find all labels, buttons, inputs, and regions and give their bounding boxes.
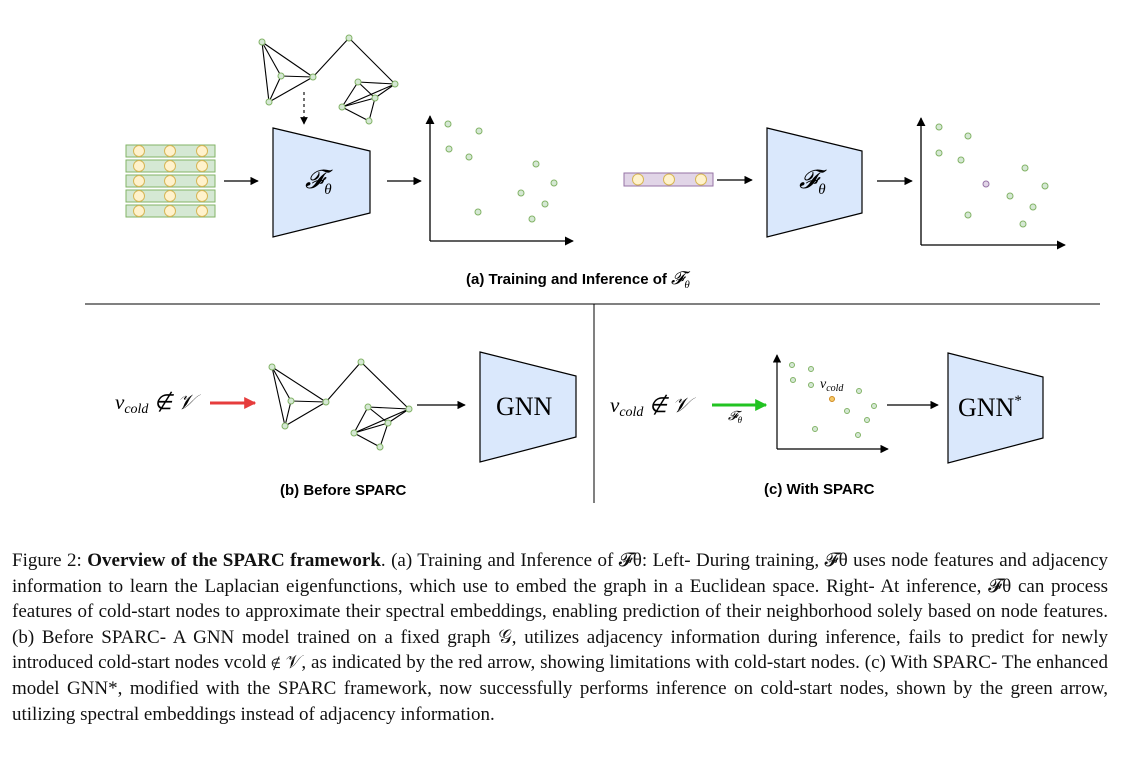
gnn-star-label: GNN* bbox=[958, 393, 1022, 422]
embedding-dot bbox=[541, 200, 549, 208]
embedding-dot bbox=[550, 179, 558, 187]
cold-feature-vector bbox=[623, 172, 714, 187]
embedding-dot bbox=[812, 426, 818, 432]
graph-b bbox=[271, 361, 410, 448]
caption-title: Overview of the SPARC framework bbox=[87, 550, 381, 571]
figure-caption: Figure 2: Overview of the SPARC framewor… bbox=[12, 548, 1108, 727]
graph-a bbox=[261, 37, 396, 122]
embedding-dot bbox=[964, 132, 972, 140]
embedding-dot bbox=[964, 211, 972, 219]
caption-prefix: Figure 2: bbox=[12, 550, 88, 571]
embedding-dot bbox=[844, 408, 850, 414]
gnn-label: GNN bbox=[496, 392, 553, 421]
panel-c-caption: (c) With SPARC bbox=[764, 481, 875, 498]
gnn-star-model bbox=[947, 352, 1044, 464]
embedding-dot bbox=[864, 417, 870, 423]
figure-2: 𝓕θ 𝓕θ (a) Training and Inference of 𝓕θ bbox=[85, 34, 1100, 503]
embedding-dot bbox=[1006, 192, 1014, 200]
vcold-label-b: vcold ∉ 𝒱 bbox=[115, 390, 201, 417]
embedding-dot bbox=[871, 403, 877, 409]
plot-left bbox=[425, 115, 574, 246]
plot-c: vcold bbox=[772, 354, 889, 454]
embedding-dot bbox=[935, 149, 943, 157]
embedding-dot bbox=[808, 366, 814, 372]
panel-b-caption: (b) Before SPARC bbox=[280, 482, 407, 499]
embedding-dot bbox=[445, 145, 453, 153]
panel-a-caption: (a) Training and Inference of 𝓕θ bbox=[466, 268, 691, 291]
vcold-label-c: vcold ∉ 𝒱 bbox=[610, 393, 696, 420]
embedding-dot bbox=[957, 156, 965, 164]
embedding-dot bbox=[1041, 182, 1049, 190]
embedding-dot bbox=[1019, 220, 1027, 228]
cold-embedding-dot bbox=[829, 396, 835, 402]
embedding-dot bbox=[528, 215, 536, 223]
embedding-dot bbox=[444, 120, 452, 128]
panel-a: 𝓕θ 𝓕θ (a) Training and Inference of 𝓕θ bbox=[125, 34, 1066, 291]
embedding-dot bbox=[790, 377, 796, 383]
encoder-f-theta-right bbox=[766, 127, 863, 238]
plot-right bbox=[916, 117, 1066, 250]
embedding-dot bbox=[1021, 164, 1029, 172]
green-arrow-label: 𝓕θ bbox=[728, 408, 743, 425]
gnn-model bbox=[479, 351, 577, 463]
plot-c-vcold-label: vcold bbox=[820, 377, 844, 394]
panel-c: vcold ∉ 𝒱 𝓕θ vcold GNN* (c) With SPARC bbox=[610, 352, 1044, 498]
embedding-dot bbox=[475, 127, 483, 135]
embedding-dot bbox=[935, 123, 943, 131]
embedding-dot bbox=[789, 362, 795, 368]
embedding-dot bbox=[532, 160, 540, 168]
embedding-dot bbox=[856, 388, 862, 394]
embedding-dot bbox=[474, 208, 482, 216]
caption-body: . (a) Training and Inference of 𝓕θ: Left… bbox=[12, 550, 1109, 725]
embedding-dot bbox=[855, 432, 861, 438]
panel-b: vcold ∉ 𝒱 GNN (b) Before SPARC bbox=[115, 351, 577, 499]
embedding-dot bbox=[808, 382, 814, 388]
embedding-dot bbox=[517, 189, 525, 197]
cold-embedding-dot bbox=[982, 180, 990, 188]
encoder-f-theta-left bbox=[272, 127, 371, 238]
feature-matrix bbox=[125, 144, 216, 218]
embedding-dot bbox=[1029, 203, 1037, 211]
embedding-dot bbox=[465, 153, 473, 161]
